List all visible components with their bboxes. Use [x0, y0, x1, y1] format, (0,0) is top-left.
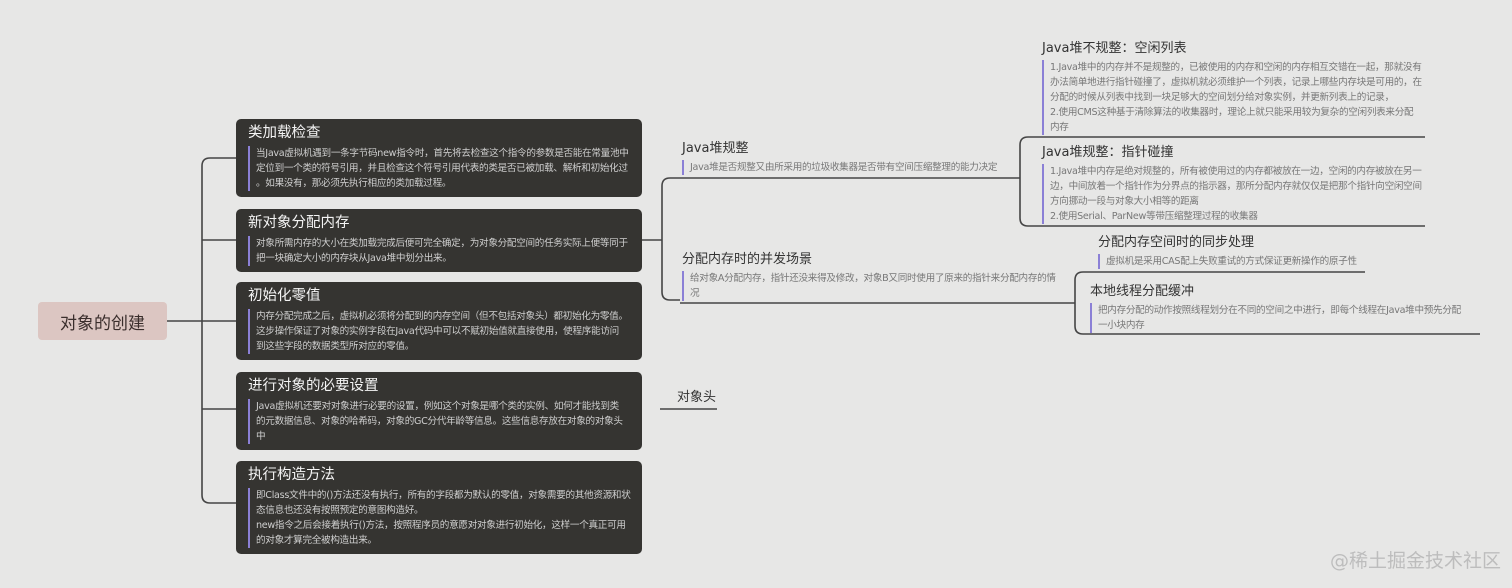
- node-desc: 把内存分配的动作按照线程划分在不同的空间之中进行，即每个线程在Java堆中预先分…: [1090, 303, 1461, 333]
- node-desc: Java堆是否规整又由所采用的垃圾收集器是否带有空间压缩整理的能力决定: [682, 160, 997, 175]
- step-zero-init[interactable]: 初始化零值 内存分配完成之后，虚拟机必须将分配到的内存空间（但不包括对象头）都初…: [236, 282, 642, 360]
- step-desc: 即Class文件中的()方法还没有执行，所有的字段都为默认的零值，对象需要的其他…: [248, 488, 632, 548]
- step-title: 执行构造方法: [248, 467, 335, 483]
- node-title: Java堆规整: [682, 141, 749, 156]
- node-title: Java堆规整：指针碰撞: [1042, 145, 1174, 160]
- root-node[interactable]: 对象的创建: [38, 302, 167, 340]
- node-title: 分配内存空间时的同步处理: [1098, 235, 1255, 250]
- node-desc: 1.Java堆中的内存并不是规整的，已被使用的内存和空闲的内存相互交错在一起，那…: [1042, 60, 1422, 135]
- heap-bracket: [1019, 136, 1040, 227]
- step-desc: Java虚拟机还要对对象进行必要的设置，例如这个对象是哪个类的实例、如何才能找到…: [248, 399, 632, 444]
- node-free-list[interactable]: Java堆不规整：空闲列表 1.Java堆中的内存并不是规整的，已被使用的内存和…: [1042, 40, 1422, 135]
- node-title: 分配内存时的并发场景: [682, 252, 813, 267]
- trunk: [201, 157, 236, 504]
- step-desc: 当Java虚拟机遇到一条字节码new指令时，首先将去检查这个指令的参数是否能在常…: [248, 146, 632, 191]
- conc-bracket: [1074, 271, 1095, 335]
- step-title: 初始化零值: [248, 288, 321, 304]
- step-object-setup[interactable]: 进行对象的必要设置 Java虚拟机还要对对象进行必要的设置，例如这个对象是哪个类…: [236, 372, 642, 450]
- step-desc: 内存分配完成之后，虚拟机必须将分配到的内存空间（但不包括对象头）都初始化为零值。…: [248, 309, 632, 354]
- step-allocate-memory[interactable]: 新对象分配内存 对象所需内存的大小在类加载完成后便可完全确定，为对象分配空间的任…: [236, 209, 642, 272]
- watermark: @稀土掘金技术社区: [1330, 550, 1502, 572]
- node-sync[interactable]: 分配内存空间时的同步处理 虚拟机是采用CAS配上失败重试的方式保证更新操作的原子…: [1098, 234, 1357, 269]
- node-concurrency[interactable]: 分配内存时的并发场景 给对象A分配内存，指针还没来得及修改，对象B又同时使用了原…: [682, 251, 1056, 301]
- node-tlab[interactable]: 本地线程分配缓冲 把内存分配的动作按照线程划分在不同的空间之中进行，即每个线程在…: [1090, 283, 1461, 333]
- node-desc: 1.Java堆中内存是绝对规整的，所有被使用过的内存都被放在一边，空闲的内存被放…: [1042, 164, 1422, 224]
- node-heap-regular[interactable]: Java堆规整 Java堆是否规整又由所采用的垃圾收集器是否带有空间压缩整理的能…: [682, 140, 997, 175]
- node-bump-pointer[interactable]: Java堆规整：指针碰撞 1.Java堆中内存是绝对规整的，所有被使用过的内存都…: [1042, 144, 1422, 224]
- node-desc: 给对象A分配内存，指针还没来得及修改，对象B又同时使用了原来的指针来分配内存的情…: [682, 271, 1056, 301]
- step-title: 进行对象的必要设置: [248, 378, 379, 394]
- step-title: 新对象分配内存: [248, 215, 350, 231]
- memory-bracket: [661, 177, 680, 301]
- step-constructor[interactable]: 执行构造方法 即Class文件中的()方法还没有执行，所有的字段都为默认的零值，…: [236, 461, 642, 554]
- node-desc: 虚拟机是采用CAS配上失败重试的方式保证更新操作的原子性: [1098, 254, 1357, 269]
- node-title: Java堆不规整：空闲列表: [1042, 41, 1187, 56]
- node-title: 本地线程分配缓冲: [1090, 284, 1195, 299]
- step-title: 类加载检查: [248, 125, 321, 141]
- step-class-load-check[interactable]: 类加载检查 当Java虚拟机遇到一条字节码new指令时，首先将去检查这个指令的参…: [236, 119, 642, 197]
- root-label: 对象的创建: [60, 313, 145, 334]
- step-desc: 对象所需内存的大小在类加载完成后便可完全确定，为对象分配空间的任务实际上便等同于…: [248, 236, 632, 266]
- node-object-header[interactable]: 对象头: [677, 390, 717, 405]
